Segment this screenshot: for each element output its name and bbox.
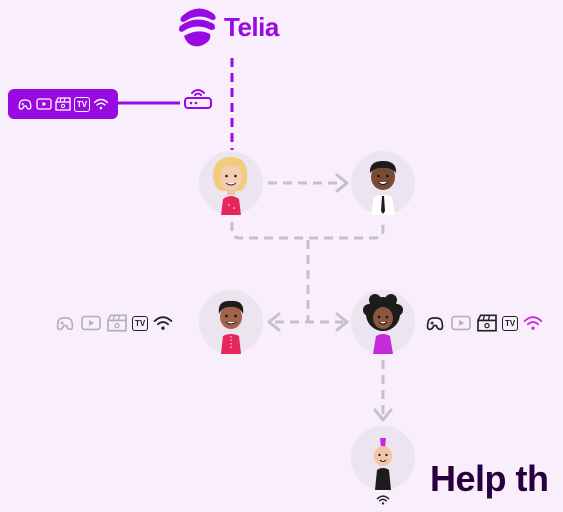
wifi-icon [376, 495, 390, 505]
play-icon [451, 315, 471, 331]
wifi-icon [523, 316, 543, 330]
telia-wordmark: Telia [224, 11, 279, 42]
avatar-curly-hair [351, 290, 415, 354]
telia-logo: Telia [178, 6, 279, 48]
clapper-icon [477, 314, 497, 332]
gamepad-icon [426, 317, 444, 331]
page-heading: Help th [430, 458, 549, 499]
telia-pebble-icon [178, 8, 216, 47]
gamepad-icon [18, 99, 32, 110]
play-icon [36, 98, 52, 110]
play-icon [81, 315, 101, 331]
tv-icon: TV [132, 315, 149, 331]
avatar-punk [351, 426, 415, 490]
tv-icon: TV [502, 315, 519, 331]
right-device-services: TV [424, 314, 544, 332]
clapper-icon [55, 97, 71, 111]
gamepad-icon [56, 317, 74, 331]
wifi-icon [153, 316, 173, 330]
router-icon [184, 89, 212, 109]
services-pill: TV [8, 89, 118, 119]
avatar-man-tie [351, 151, 415, 215]
clapper-icon [107, 314, 127, 332]
avatar-boy [199, 290, 263, 354]
tv-icon: TV [73, 96, 91, 112]
avatar-blonde-woman [199, 151, 263, 215]
left-device-services: TV [54, 314, 174, 332]
wifi-icon [93, 98, 109, 110]
